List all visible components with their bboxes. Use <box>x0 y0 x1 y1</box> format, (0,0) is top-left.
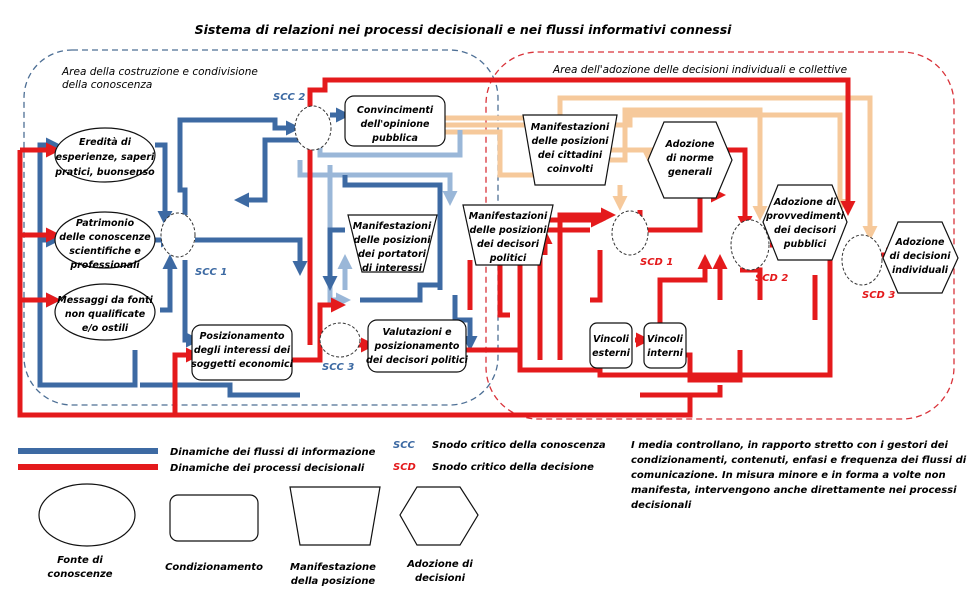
red-valutazioni-out <box>465 347 600 373</box>
scc1-node <box>160 212 196 258</box>
red-scd1-to-provvedimenti <box>640 187 726 233</box>
blue-inner-loop <box>342 175 443 290</box>
valutazioni-box <box>367 319 467 373</box>
red-posizionamento-to-scc3 <box>290 297 346 363</box>
scd1-node <box>611 210 649 256</box>
red-bottom-right <box>640 385 723 398</box>
scd2-label: SCD 2 <box>755 273 788 284</box>
legend-red-text: Dinamiche dei processi decisionali <box>170 463 365 474</box>
legend-trap-shape <box>289 486 381 546</box>
legend-scc-abbr: SCC <box>393 440 416 451</box>
scc1-label: SCC 1 <box>195 267 227 278</box>
norme-hex <box>647 121 733 199</box>
vincoli-interni-box <box>643 322 687 369</box>
blue-to-valutazioni-right <box>452 295 478 351</box>
diagram-title: Sistema di relazioni nei processi decisi… <box>195 22 733 37</box>
decision-area-boundary <box>485 51 955 420</box>
manif-cittadini-trap <box>522 114 618 186</box>
red-vincoli-interni-up <box>657 254 713 330</box>
blue-messaggi-to-scc1 <box>160 254 178 313</box>
manif-portatori-trap <box>347 214 438 273</box>
blue-scc1-to-scc2 <box>177 117 301 215</box>
scd1-label: SCD 1 <box>640 257 673 268</box>
red-vincoli-to-scd3 <box>597 260 833 378</box>
red-interni-loop <box>685 350 743 383</box>
vincoli-esterni-box <box>589 322 633 369</box>
decision-area-label: Area dell'adozione delle decisioni indiv… <box>552 64 847 76</box>
scd3-label: SCD 3 <box>862 290 895 301</box>
blue-portatori-to-scc3 <box>322 227 345 291</box>
legend-scc-desc: Snodo critico della conoscenza <box>432 440 606 451</box>
blue-scc2-loop <box>234 137 310 208</box>
messaggi-ellipse <box>54 283 156 341</box>
scc2-label: SCC 2 <box>273 92 305 103</box>
peach-flow-to-scd2 <box>610 107 768 221</box>
scd2-node <box>730 219 770 271</box>
legend-rect-text: Condizionamento <box>165 562 263 573</box>
legend-hex-shape <box>399 486 479 546</box>
blue-portatori-link <box>360 282 440 303</box>
legend-rect-shape <box>169 494 259 542</box>
blue-scc1-to-valutazioni <box>195 237 308 276</box>
convincimenti-box <box>344 95 446 147</box>
manif-decisori-trap <box>462 204 554 266</box>
legend-note: I media controllano, in rapporto stretto… <box>631 440 970 511</box>
peach-flow-to-cittadini <box>445 129 566 183</box>
red-outer-loop <box>17 150 693 418</box>
knowledge-area-label-line2: della conoscenza <box>62 79 152 91</box>
knowledge-area-label: Area della costruzione e condivisione de… <box>61 66 261 91</box>
knowledge-area-label-line1: Area della costruzione e condivisione <box>61 66 258 78</box>
red-to-posizionamento <box>172 347 201 415</box>
red-to-scd1-c <box>557 207 616 360</box>
patrimonio-ellipse <box>54 211 156 269</box>
scc2-node <box>294 105 332 151</box>
peach-flow-to-scd3 <box>445 95 878 241</box>
legend-blue-text: Dinamiche dei flussi di informazione <box>170 447 376 458</box>
blue-eredita-to-scc1 <box>155 142 173 226</box>
lightblue-flow-3 <box>297 160 458 206</box>
critical-nodes <box>160 105 883 358</box>
legend-scd-desc: Snodo critico della decisione <box>432 462 594 473</box>
provvedimenti-hex <box>762 184 848 261</box>
legend: Dinamiche dei flussi di informazione Din… <box>18 440 970 587</box>
blue-bottom-return <box>140 382 300 398</box>
legend-scd-abbr: SCD <box>393 462 416 473</box>
scc3-label: SCC 3 <box>322 362 354 373</box>
eredita-ellipse <box>54 127 156 183</box>
legend-ellipse-shape <box>38 483 136 547</box>
blue-feedback-spine <box>37 160 138 388</box>
scd3-node <box>841 234 883 286</box>
scc3-node <box>319 322 361 358</box>
red-norme-to-scd2 <box>725 147 753 231</box>
decisioni-ind-hex <box>882 221 959 294</box>
posizionamento-box <box>191 324 293 381</box>
red-scd1-down <box>590 250 603 303</box>
red-decisori-drop <box>497 265 510 318</box>
